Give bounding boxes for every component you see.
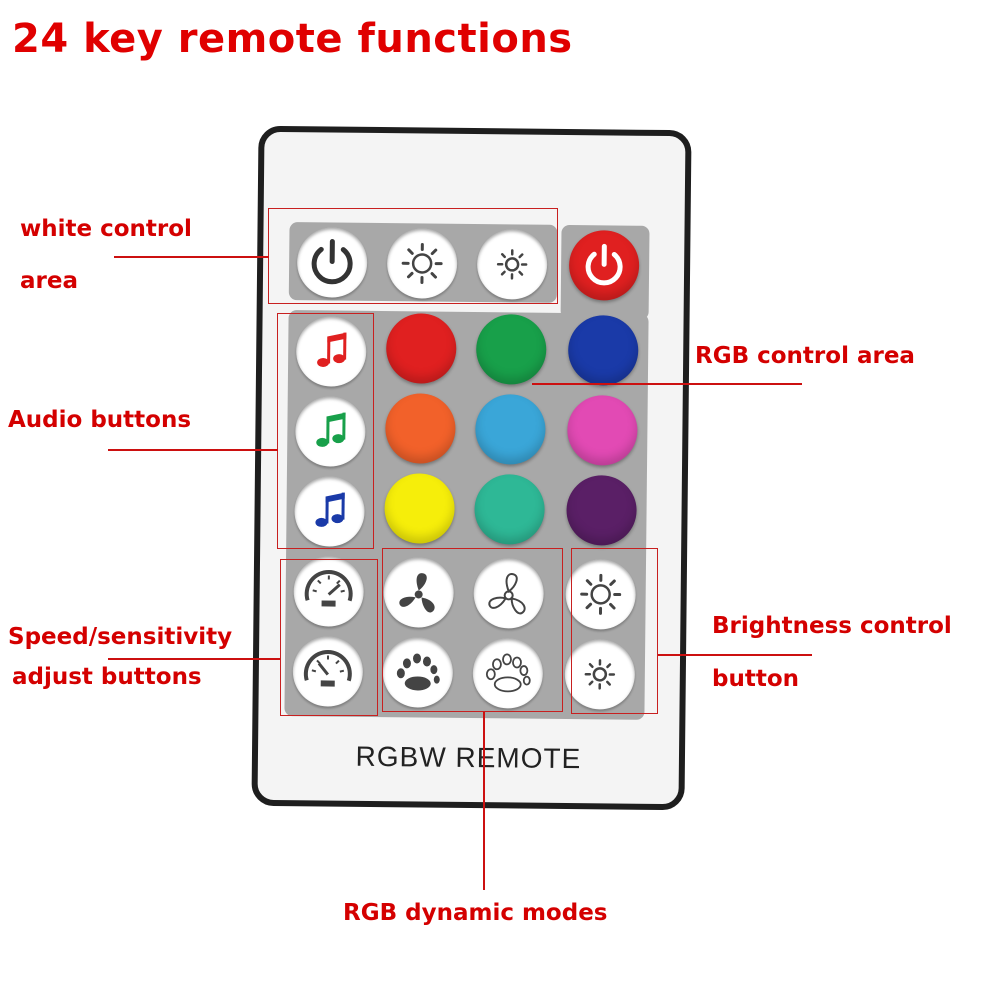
color-button-light-blue[interactable]: [475, 394, 546, 465]
audio-button-2[interactable]: [295, 396, 366, 467]
white-power-button[interactable]: [296, 227, 368, 298]
fan-outline-icon: [488, 573, 526, 615]
dynamic-leader: [483, 712, 485, 890]
dynamic-modes-box: [382, 548, 563, 712]
white-control-leader: [114, 256, 269, 258]
label-white-control-2: area: [20, 268, 78, 294]
dynamic-mode-smooth-button[interactable]: [472, 638, 544, 709]
color-button-orange[interactable]: [385, 393, 456, 464]
label-speed-1: Speed/sensitivity: [8, 624, 233, 650]
brightness-up-button[interactable]: [565, 558, 637, 630]
white-brightness-up-button[interactable]: [386, 228, 458, 299]
speed-buttons-box: [280, 559, 378, 716]
speedometer-icon: [304, 569, 353, 607]
dynamic-mode-fade-button[interactable]: [382, 637, 454, 708]
speed-down-button[interactable]: [292, 636, 364, 707]
fan-icon: [399, 573, 435, 613]
sun-dim-icon: [496, 249, 528, 280]
color-button-blue[interactable]: [567, 315, 639, 386]
brightness-down-button[interactable]: [564, 638, 636, 710]
color-button-red[interactable]: [385, 313, 457, 384]
brightness-box: [571, 548, 658, 714]
label-audio: Audio buttons: [8, 407, 192, 433]
label-brightness-2: button: [712, 666, 800, 692]
sun-dim-icon: [584, 659, 616, 690]
label-rgb-control: RGB control area: [695, 343, 915, 369]
power-red-button[interactable]: [568, 230, 640, 301]
power-icon: [311, 239, 353, 285]
speed-leader: [108, 658, 280, 660]
dynamic-mode-flash-button[interactable]: [383, 557, 455, 628]
audio-buttons-box: [277, 313, 374, 549]
music-note-icon: [316, 412, 346, 447]
sun-bright-icon: [580, 573, 622, 615]
music-note-icon: [315, 492, 345, 527]
color-button-green[interactable]: [475, 314, 547, 385]
audio-leader: [108, 449, 278, 451]
color-button-pink[interactable]: [567, 395, 638, 466]
label-white-control-1: white control: [20, 216, 192, 242]
color-button-yellow[interactable]: [384, 473, 455, 544]
label-brightness-1: Brightness control: [712, 613, 952, 639]
flash-icon: [396, 653, 440, 691]
color-button-purple[interactable]: [566, 474, 637, 546]
audio-button-3[interactable]: [294, 476, 365, 547]
white-brightness-down-button[interactable]: [476, 229, 548, 300]
rgb-control-leader: [532, 383, 802, 385]
label-speed-2: adjust buttons: [12, 664, 202, 690]
sun-bright-icon: [401, 242, 443, 284]
remote-body: RGBW REMOTE: [251, 125, 692, 811]
page-title: 24 key remote functions: [12, 16, 573, 62]
audio-button-1[interactable]: [295, 316, 367, 387]
white-control-box: [268, 208, 558, 304]
label-dynamic: RGB dynamic modes: [343, 900, 608, 926]
remote-label: RGBW REMOTE: [355, 740, 582, 775]
dynamic-mode-strobe-button[interactable]: [473, 558, 545, 629]
music-note-icon: [317, 332, 347, 367]
power-red-icon: [585, 243, 623, 286]
speed-up-button[interactable]: [293, 556, 365, 627]
brightness-leader: [658, 654, 812, 656]
fade-icon: [485, 653, 531, 693]
color-button-teal[interactable]: [474, 474, 545, 545]
speedometer-icon: [303, 649, 352, 687]
